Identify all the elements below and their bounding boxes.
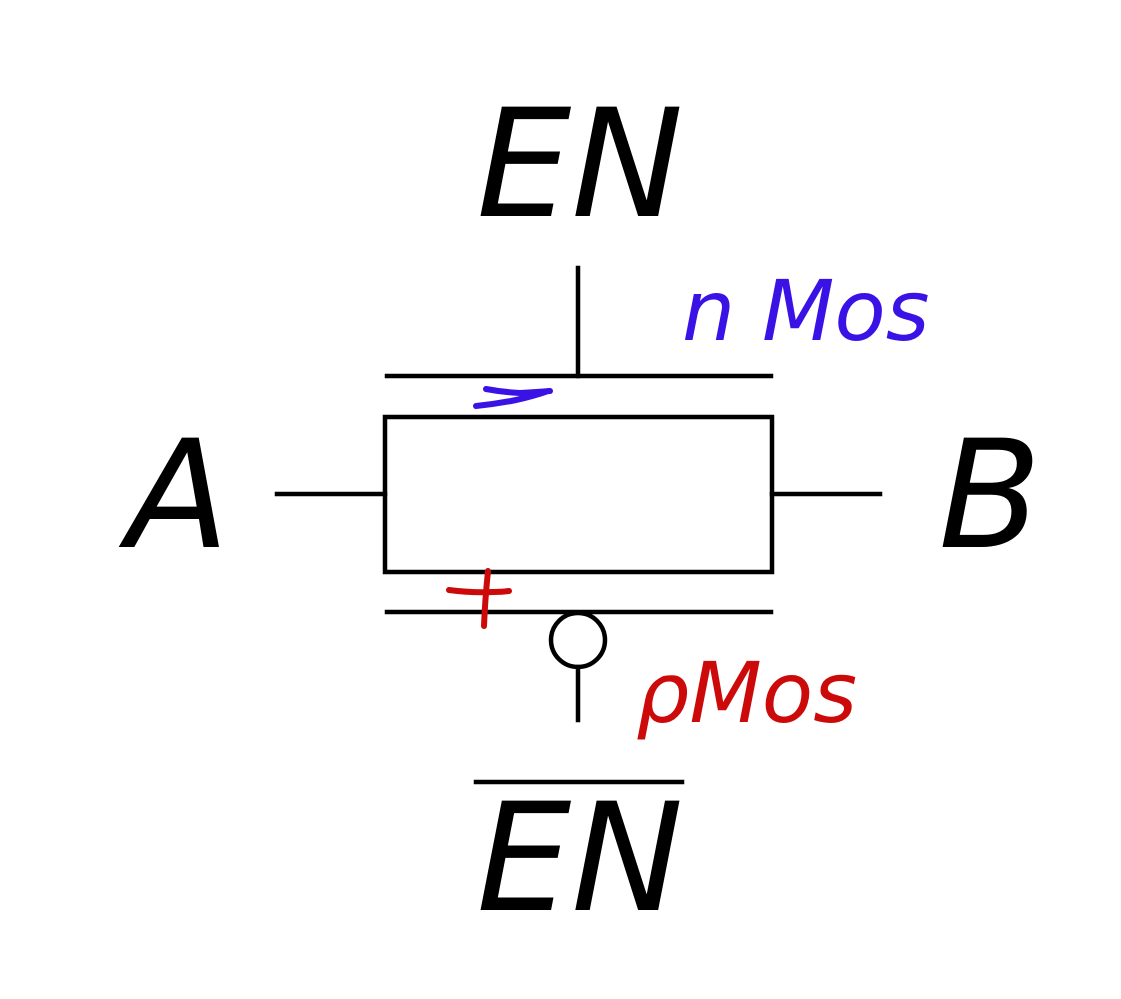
port-a-label: A [119,409,230,583]
en-top-label: EN [477,78,684,252]
port-b-label: B [939,409,1042,583]
inversion-bubble [548,610,608,670]
en-bottom-label: EN [477,772,684,946]
channel-box [382,414,775,575]
nmos-annotation: n Mos [682,262,930,360]
pmos-plus-mark [446,568,512,629]
nmos-minus-mark [473,386,553,409]
pmos-annotation: ρMos [636,644,857,742]
